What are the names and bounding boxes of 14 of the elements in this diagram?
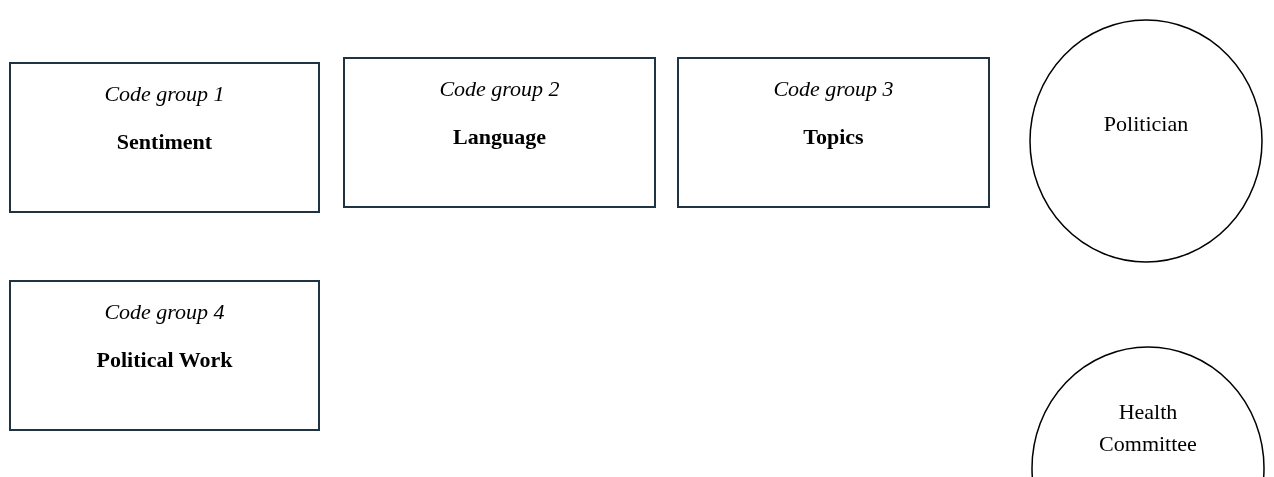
code-group-box xyxy=(9,280,320,431)
group-name: Topics xyxy=(803,122,864,151)
group-heading: Code group 3 xyxy=(773,75,894,103)
code-group-box xyxy=(343,57,656,208)
group-name: Sentiment xyxy=(116,127,213,156)
circle-label: Politician xyxy=(1103,110,1189,139)
circle-label: Health Committee xyxy=(1098,398,1198,458)
code-group-box xyxy=(9,62,320,213)
group-name: Political Work xyxy=(96,345,233,374)
group-heading: Code group 1 xyxy=(104,80,225,108)
group-heading: Code group 4 xyxy=(104,298,225,326)
group-heading: Code group 2 xyxy=(439,75,560,103)
group-name: Language xyxy=(453,122,546,151)
code-group-box xyxy=(677,57,990,208)
